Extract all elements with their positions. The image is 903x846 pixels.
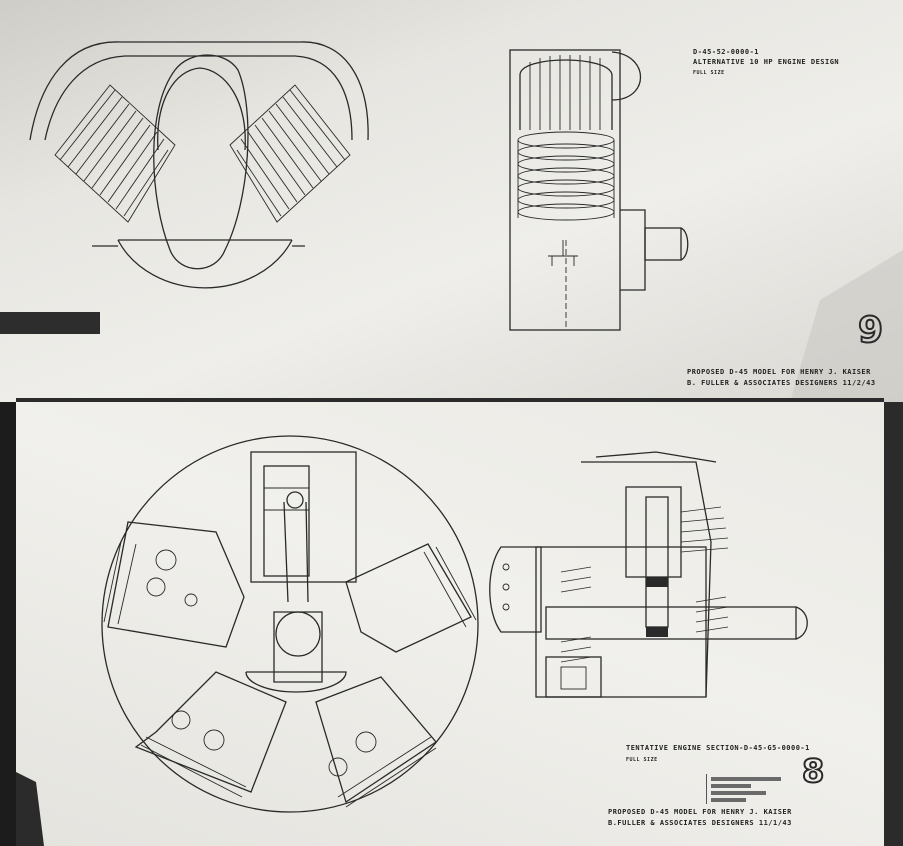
- radial-engine-front-view: [101, 435, 479, 813]
- bottom-drawing-sheet: TENTATIVE ENGINE SECTION-D-45-G5-0000-1 …: [16, 402, 884, 846]
- top-footer-line1: PROPOSED D-45 MODEL FOR HENRY J. KAISER: [687, 368, 871, 376]
- right-edge-shadow: [884, 402, 903, 846]
- top-sheet-number: 9: [857, 309, 884, 352]
- approval-stamp: [706, 774, 787, 804]
- v-twin-engine-drawing: [0, 41, 903, 402]
- top-scale-label: FULL SIZE: [693, 70, 725, 76]
- top-drawing-title: ALTERNATIVE 10 HP ENGINE DESIGN: [693, 58, 840, 66]
- bottom-footer-line1: PROPOSED D-45 MODEL FOR HENRY J. KAISER: [608, 808, 792, 816]
- radial-engine-drawing: [16, 435, 808, 846]
- engine-side-view: [509, 49, 689, 331]
- bottom-footer-line2: B.FULLER & ASSOCIATES DESIGNERS 11/1/43: [608, 819, 792, 827]
- top-drawing-number: D-45-52-0000-1: [693, 48, 760, 56]
- radial-engine-side-section: [489, 451, 808, 698]
- engine-front-view: [29, 41, 369, 289]
- top-footer-line2: B. FULLER & ASSOCIATES DESIGNERS 11/2/43: [687, 379, 876, 387]
- bottom-section-title: TENTATIVE ENGINE SECTION-D-45-G5-0000-1: [626, 744, 810, 752]
- top-drawing-sheet: D-45-52-0000-1 ALTERNATIVE 10 HP ENGINE …: [0, 0, 903, 402]
- bottom-scale-label: FULL SIZE: [626, 757, 658, 763]
- bottom-sheet-number: 8: [801, 751, 825, 791]
